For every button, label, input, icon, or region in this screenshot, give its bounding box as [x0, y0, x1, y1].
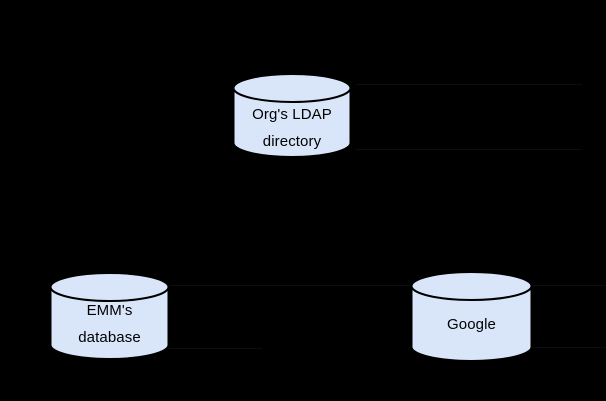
- emm-cylinder-body: [49, 287, 170, 360]
- emm-cylinder-top: [49, 272, 170, 302]
- google-cylinder-body: [410, 286, 533, 362]
- google-cylinder-top: [410, 271, 533, 301]
- ldap-database-cylinder: [232, 73, 352, 158]
- google-database-cylinder: [410, 271, 533, 362]
- ldap-cylinder-top: [232, 73, 352, 103]
- ldap-cylinder-body: [232, 88, 352, 158]
- faint-guide-lines: [168, 84, 606, 349]
- emm-database-cylinder: [49, 272, 170, 360]
